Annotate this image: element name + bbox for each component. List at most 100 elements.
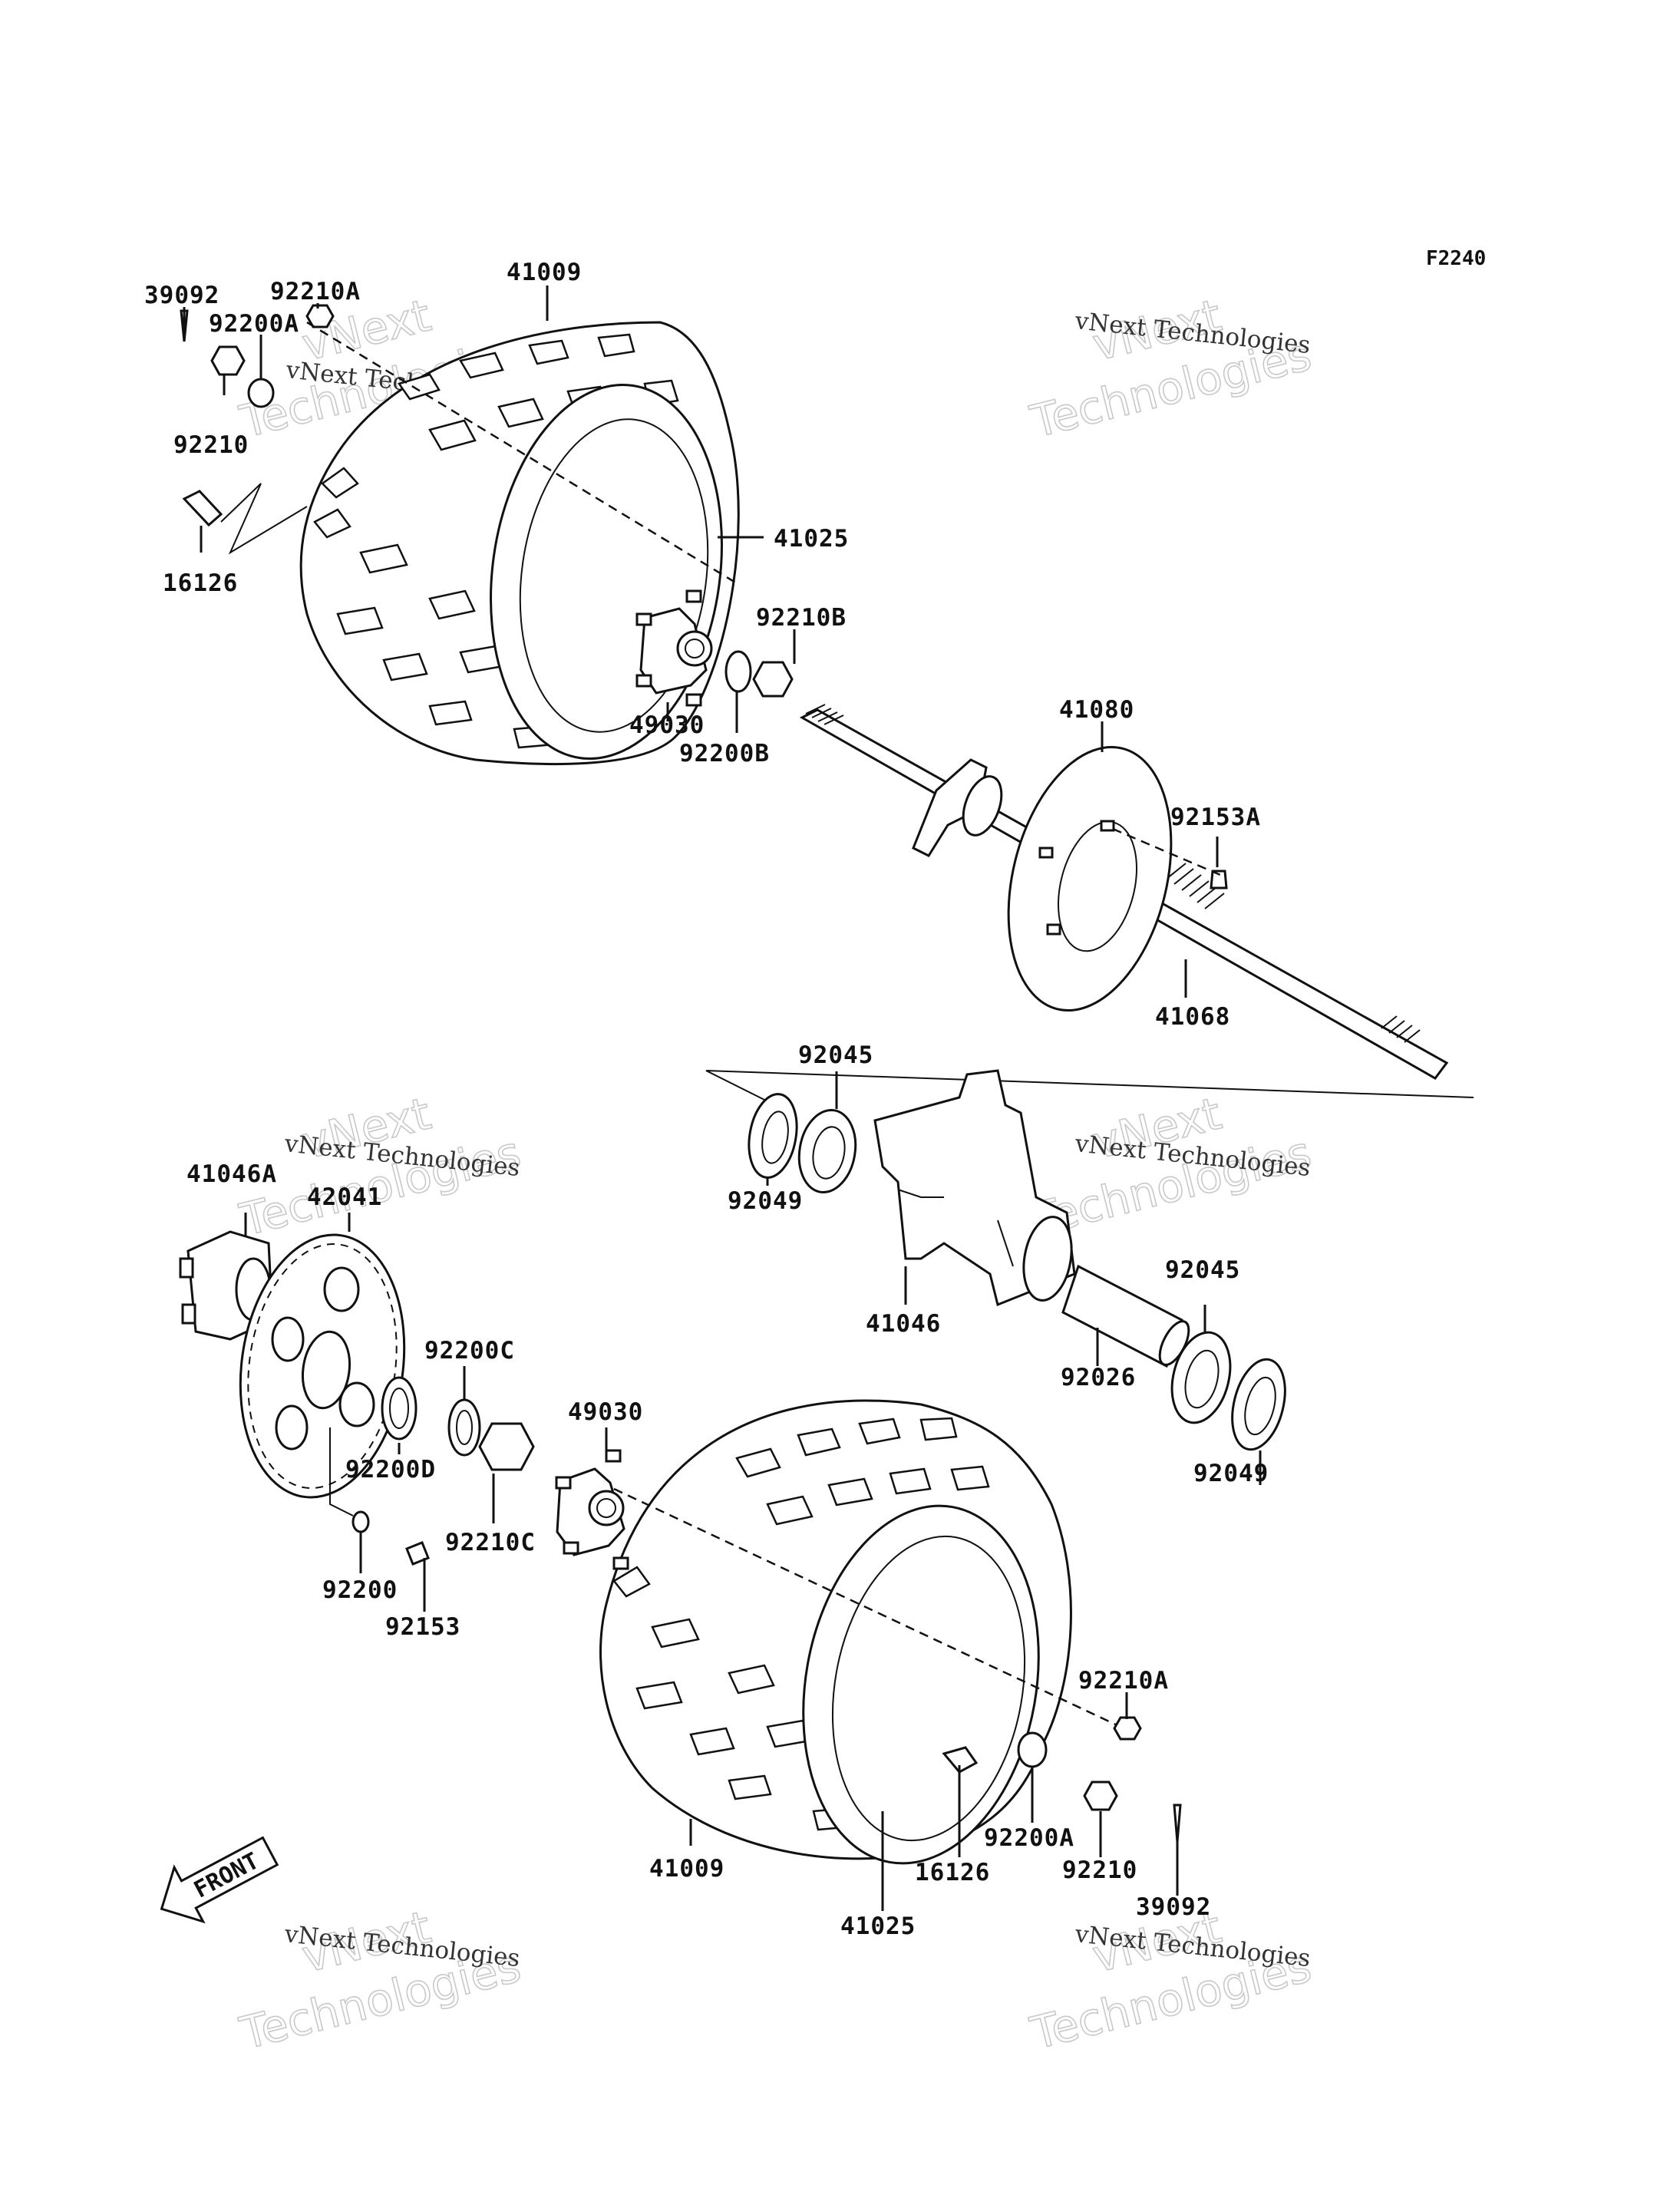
spacer-92026 [1061,1264,1183,1368]
watermark-middle-left: vNext Technologies vNext Technologies [234,1087,526,1247]
sprocket-window-1 [323,1266,360,1312]
rim-inner-top [519,418,709,733]
part-labels: 39092 92210A 92200A 92210 16126 41009 41… [144,259,1269,1940]
bolt-92153 [405,1541,430,1566]
disc-bolt-hole-2 [1038,847,1054,859]
watermark-bottom-right: vNext Technologies vNext Technologies [1025,1900,1317,2061]
label-39092-top: 39092 [144,282,219,309]
label-41046: 41046 [866,1310,941,1338]
housing-41046 [873,1069,1076,1307]
label-92200: 92200 [322,1576,398,1604]
stud-16126-top [182,490,223,527]
stud-16126-bottom [942,1746,979,1774]
bottom-wheel-assembly [555,1399,1182,1865]
sprocket-hub-stud-1 [179,1257,194,1279]
assembly-line-housing [705,1070,1474,1106]
leader-16126-zigzag [220,483,308,555]
cotter-pin-39092-bottom [1173,1804,1182,1843]
seal-92049-left-inner [761,1111,789,1164]
bearing-92045-right [1170,1331,1232,1424]
label-92210A-top: 92210A [270,278,361,305]
nut-92210C [478,1422,535,1471]
nut-92210-top [210,345,246,376]
washer-92200 [352,1510,370,1533]
label-16126-top: 16126 [163,569,238,597]
sprocket-window-3 [275,1404,309,1450]
label-41080: 41080 [1059,696,1134,724]
disc-bolt-hole-1 [1100,820,1115,832]
label-92045-right: 92045 [1165,1256,1240,1284]
label-92153: 92153 [385,1613,460,1641]
tire-tread-bottom [612,1417,990,1831]
label-41068: 41068 [1155,1003,1230,1031]
label-92026: 92026 [1061,1364,1136,1391]
label-41009-top: 41009 [507,259,582,286]
label-92210A-bottom: 92210A [1078,1667,1169,1695]
label-42041: 42041 [307,1183,382,1211]
label-49030-top: 49030 [629,711,705,739]
seal-92049-left [748,1093,798,1179]
bolt-92153A [1210,870,1228,889]
watermark-bottom-left: vNext Technologies vNext Technologies [234,1900,526,2061]
rim-41025-bottom [802,1504,1040,1865]
axle-assembly [799,704,1449,1080]
assembly-line-top [306,321,738,585]
label-92210-bottom: 92210 [1062,1856,1137,1884]
figure-code: F2240 [1426,247,1486,270]
housing-detail [897,1189,1014,1267]
axle-hub-41080 [912,758,1003,857]
label-92049-left: 92049 [728,1187,803,1215]
sprocket-center [301,1330,352,1410]
nut-92210-bottom [1083,1781,1118,1811]
label-41025-top: 41025 [774,525,849,553]
label-92049-right: 92049 [1193,1460,1269,1487]
brake-disc [1007,745,1173,1012]
label-41009-bottom: 41009 [649,1855,724,1883]
nut-92210B [752,661,794,698]
nut-92210A-bottom [1113,1716,1142,1741]
hub-49030-bottom [555,1449,629,1570]
seal-92049-right-inner [1244,1376,1276,1436]
axle-spline-mid [1166,863,1225,909]
hub-49030-top [635,589,713,707]
label-92045-top: 92045 [798,1041,873,1069]
sprocket-hub-stud-2 [181,1303,196,1325]
label-92200B: 92200B [679,740,770,767]
label-92210C: 92210C [445,1529,536,1556]
label-39092-bottom: 39092 [1136,1893,1211,1921]
front-direction-arrow: FRONT [160,1836,279,1924]
label-92200A-top: 92200A [209,310,299,338]
top-wheel-assembly [180,304,794,766]
label-92210-top: 92210 [173,431,249,459]
assembly-line-disc [1112,827,1221,876]
label-92210B: 92210B [756,604,847,632]
washer-92200D [381,1376,418,1441]
assembly-line-bottom [613,1487,1121,1728]
rim-inner-bottom [831,1535,1026,1842]
label-92200C: 92200C [424,1337,515,1365]
bearing-92045-left-inner [812,1126,846,1180]
washer-92200C-inner [456,1410,473,1445]
label-92200D: 92200D [345,1456,436,1483]
front-arrow-shape [160,1836,279,1924]
leader-92200 [329,1427,354,1516]
sprocket-teeth-ring [247,1243,398,1489]
sprocket-window-4 [338,1381,375,1427]
washer-92200A-top [247,378,275,408]
watermark-top-right: vNext Technologies vNext Technologies [1025,289,1317,449]
axle-spline-left [805,704,844,725]
disc-bolt-hole-3 [1046,923,1061,936]
seal-92049-right [1231,1358,1286,1451]
label-16126-bottom: 16126 [915,1859,990,1886]
axle-housing-assembly [705,1069,1474,1451]
bearing-92045-right-inner [1184,1349,1220,1409]
washer-92200D-inner [389,1388,409,1429]
housing-bore [1022,1216,1073,1302]
label-92200A-bottom: 92200A [984,1824,1074,1852]
label-92153A: 92153A [1170,804,1261,831]
sprocket-window-2 [271,1316,305,1362]
bearing-92045-left [797,1108,857,1194]
axle-spline-right [1381,1015,1421,1043]
label-49030-bottom: 49030 [568,1398,643,1426]
